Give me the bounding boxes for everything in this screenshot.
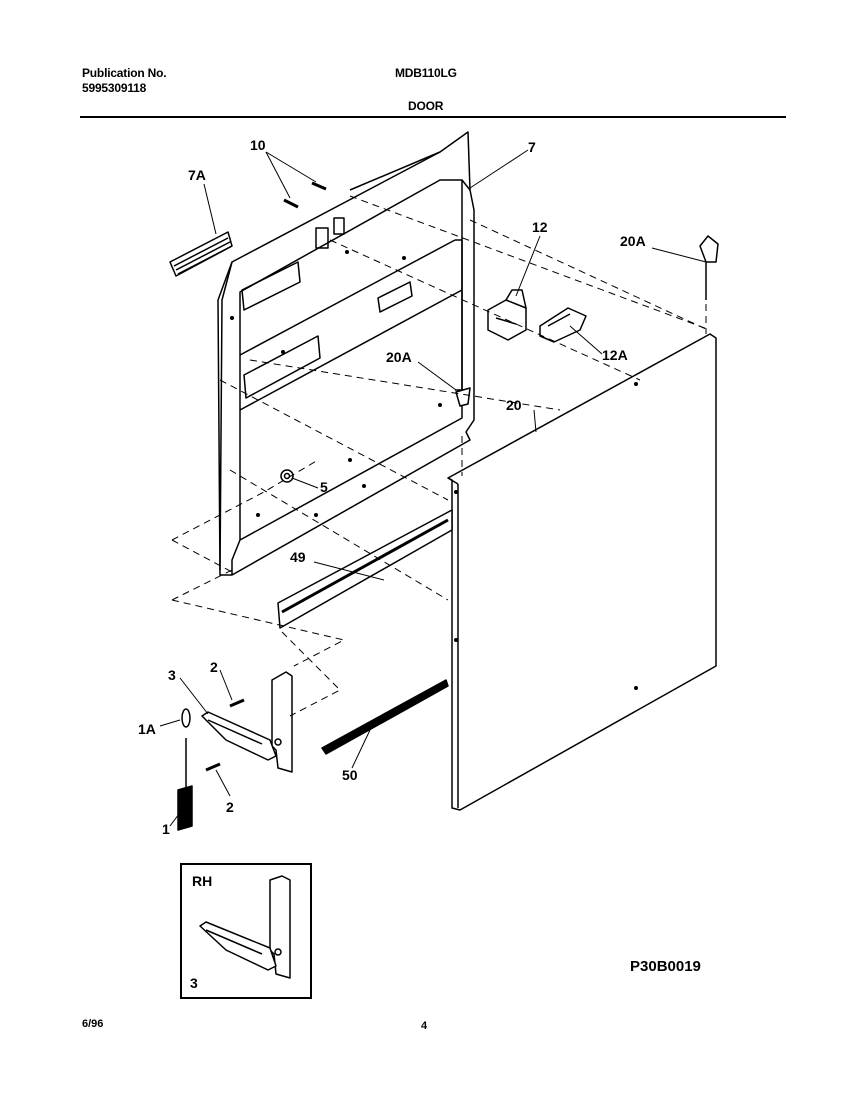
callout-50: 50 (342, 767, 358, 783)
seal-part-50 (321, 679, 449, 755)
rh-hinge-inset: RH 3 (180, 863, 312, 999)
callout-12A: 12A (602, 347, 628, 363)
section-title: DOOR (408, 99, 444, 113)
diagram-code: P30B0019 (630, 958, 701, 975)
hinge-bracket-part-3 (201, 671, 293, 773)
inner-door-frame (217, 131, 475, 576)
callout-49: 49 (290, 549, 306, 565)
callout-7A: 7A (188, 167, 206, 183)
footer-page-number: 4 (421, 1020, 428, 1032)
callout-20A-top: 20A (620, 233, 646, 249)
publication-label: Publication No. (82, 66, 167, 80)
nut-part-5 (280, 469, 294, 483)
callout-2-top: 2 (210, 659, 218, 675)
callout-20A-mid: 20A (386, 349, 412, 365)
switch-part-12 (487, 289, 527, 341)
publication-number: 5995309118 (82, 81, 147, 95)
callout-10: 10 (250, 137, 266, 153)
clip-part-1A (181, 708, 191, 728)
clip-part-20A-mid (455, 387, 471, 407)
callout-7: 7 (528, 139, 536, 155)
callout-5: 5 (320, 479, 328, 495)
screws-part-10 (283, 181, 327, 209)
callout-3: 3 (168, 667, 176, 683)
callout-1A: 1A (138, 721, 156, 737)
callout-1: 1 (162, 821, 170, 837)
outer-door-panel (447, 333, 717, 811)
screws-part-2 (205, 698, 245, 772)
spring-part-1 (177, 738, 193, 831)
callout-12: 12 (532, 219, 548, 235)
inset-label-rh: RH (192, 873, 212, 889)
inset-callout-3: 3 (190, 975, 198, 991)
callout-2-bottom: 2 (226, 799, 234, 815)
hook-part-20A-top (699, 235, 719, 300)
channel-part-49 (277, 509, 453, 629)
header-rule (80, 116, 786, 118)
vent-grille (169, 231, 233, 277)
footer-date: 6/96 (82, 1018, 104, 1030)
model-number: MDB110LG (395, 66, 457, 80)
callout-20: 20 (506, 397, 522, 413)
actuator-part-12A (539, 307, 587, 343)
